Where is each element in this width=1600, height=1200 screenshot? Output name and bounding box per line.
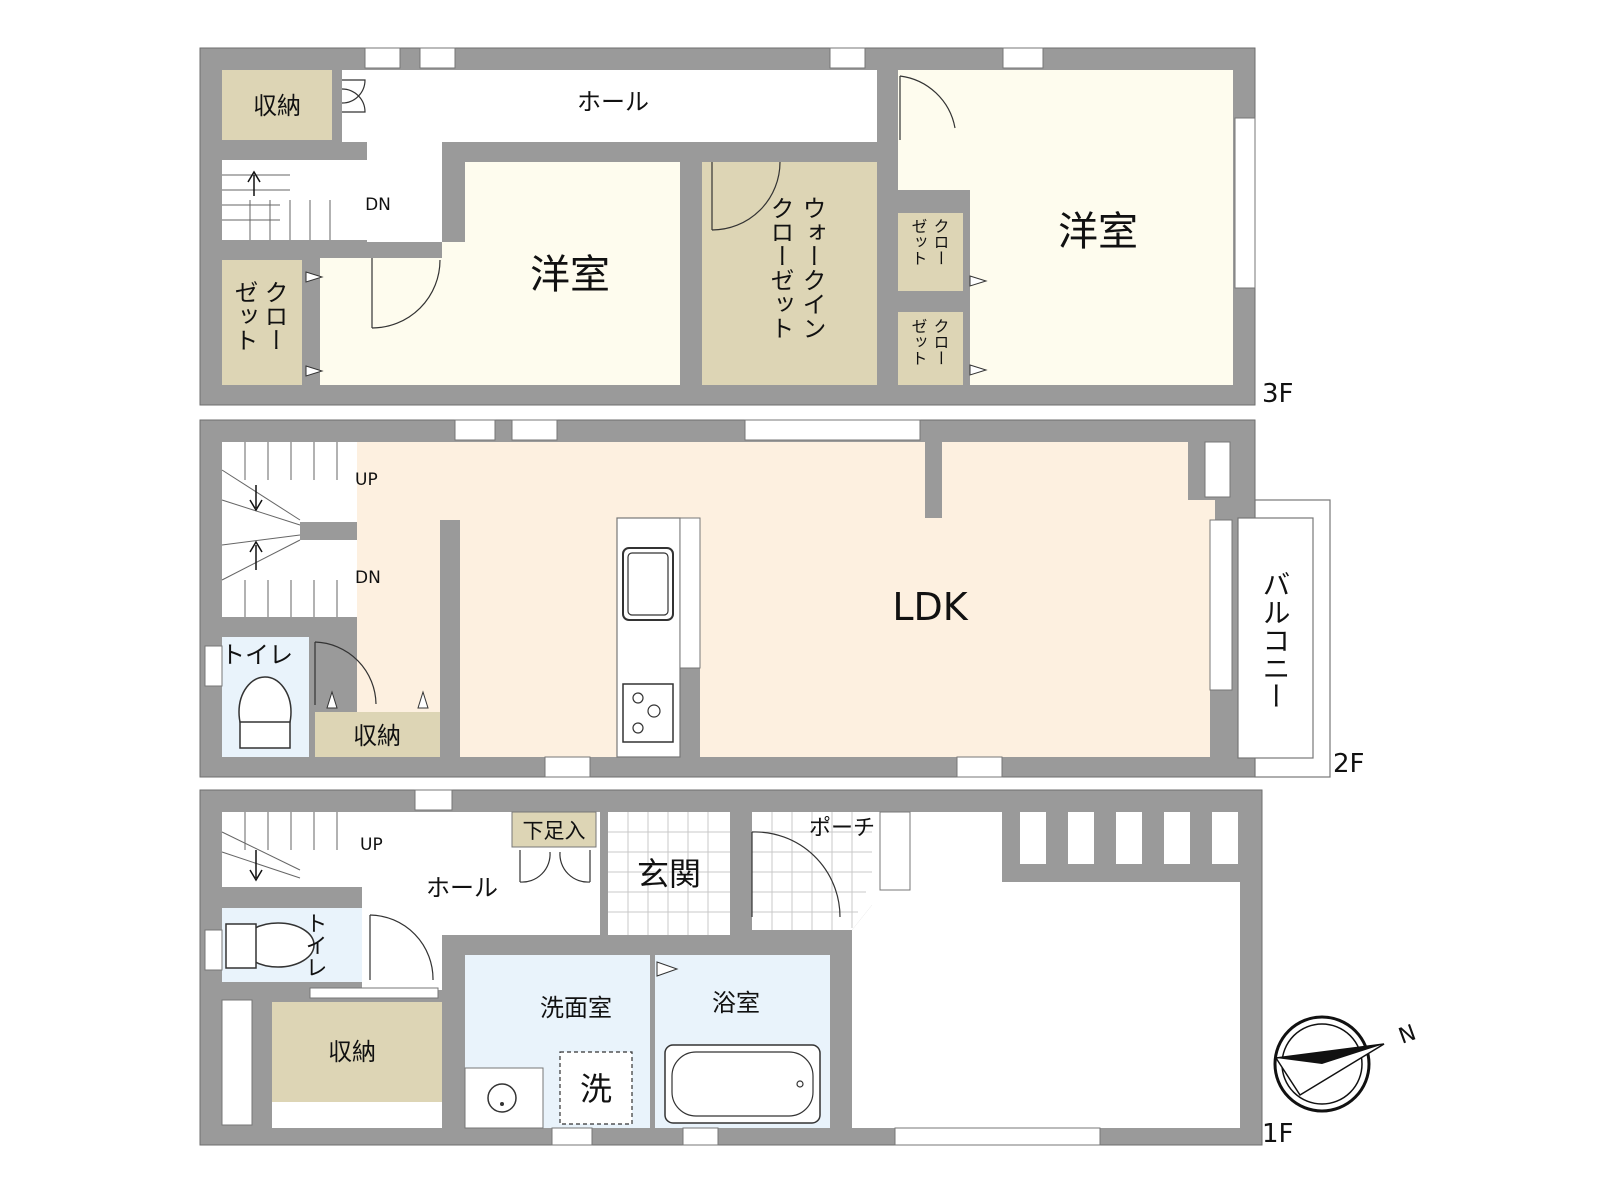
closet-label: ゼット: [909, 218, 928, 266]
closet-3f-small-b: [898, 312, 963, 385]
washer-space: [559, 1051, 633, 1125]
windows-3f: [364, 47, 1256, 289]
porch-label: ポーチ: [809, 816, 875, 841]
closet-door-icons-3f: [305, 271, 988, 377]
toilet-label: トイレ: [221, 641, 293, 669]
floor-1f: UP ホール 下足入 玄関 ポーチ トイレ 収納 洗面室 浴室 洗 1F: [199, 789, 1294, 1149]
ldk-label: LDK: [892, 585, 968, 629]
toilet-label: トイレ: [302, 912, 327, 978]
door-swing-icon: [341, 79, 366, 104]
windows-2f: [454, 419, 1233, 778]
compass-north-label: N: [1396, 1021, 1420, 1050]
stove-icon: [622, 683, 674, 743]
closet-door-icons-2f: [326, 690, 429, 709]
closet-3f-small-a: [898, 213, 963, 291]
balcony-inner: [1237, 517, 1314, 759]
stair-up-label: UP: [355, 470, 378, 490]
doors-2f: [314, 641, 377, 705]
closet-3f-left: [222, 260, 302, 385]
walkin-closet-label: ウォークイン: [798, 196, 826, 340]
floor-label-2f: 2F: [1333, 749, 1365, 779]
western-room-3f-2: [898, 70, 1233, 385]
storage-label: 収納: [328, 1038, 376, 1066]
floor-3f: 収納 ホール DN 洋室 洋室 ウォークイン クローゼット クロー ゼット クロ…: [199, 47, 1294, 409]
doors-3f: [341, 75, 956, 329]
shoe-storage: [511, 811, 597, 848]
storage-1f: [272, 1002, 442, 1102]
entrance-label: 玄関: [637, 855, 701, 893]
closet-label: クロー: [931, 318, 950, 366]
washroom-label: 洗面室: [540, 994, 612, 1022]
storage-2f: [315, 712, 440, 757]
bathroom-label: 浴室: [712, 989, 760, 1017]
western-room-3f-1: [320, 162, 680, 385]
windows-1f: [414, 789, 1101, 1146]
porch: [752, 811, 911, 930]
outdoor-area: [852, 812, 1240, 1128]
storage-label: 収納: [353, 722, 401, 750]
entrance: [608, 812, 730, 935]
closet-label: ゼット: [909, 318, 928, 366]
balcony-label: バルコニー: [1259, 570, 1292, 710]
hall-1f-bottom: [272, 1102, 442, 1128]
hall-label: ホール: [426, 874, 498, 902]
floor-label-3f: 3F: [1262, 379, 1294, 409]
walkin-closet-label: クローゼット: [766, 196, 794, 340]
western-room-label: 洋室: [530, 252, 610, 298]
wall-openings: [1020, 812, 1238, 864]
hall-3f: [342, 70, 877, 142]
shoe-storage-door-icon: [519, 850, 591, 883]
hall-3f-corridor: [367, 142, 442, 242]
floor-2f: UP DN LDK トイレ 収納 バルコニー 2F: [199, 419, 1365, 779]
closet-label: クロー: [260, 280, 288, 352]
sink-icon: [622, 547, 674, 621]
stair-dn-label: DN: [355, 568, 381, 588]
stair-1f: [221, 812, 362, 887]
closet-label: ゼット: [230, 280, 258, 352]
stair-2f: [221, 442, 362, 617]
washer-label: 洗: [580, 1070, 612, 1108]
shoe-storage-label: 下足入: [523, 819, 586, 843]
western-room-label: 洋室: [1058, 209, 1138, 255]
folding-door-icon: [656, 961, 679, 977]
hall-1f: [362, 812, 600, 990]
hall-label: ホール: [577, 88, 649, 116]
storage-label: 収納: [253, 92, 301, 120]
kitchen-counter-end: [679, 517, 701, 669]
stair-dn-label: DN: [365, 195, 391, 215]
walkin-closet-3f: [702, 162, 877, 385]
stair-up-label: UP: [360, 835, 383, 855]
stair-3f: [222, 160, 367, 240]
storage-1f-narrow: [221, 999, 253, 1126]
compass-icon: N: [1273, 1015, 1420, 1113]
ldk: [357, 442, 1215, 757]
floor-label-1f: 1F: [1262, 1119, 1294, 1149]
basin-icon: [487, 1083, 517, 1113]
closet-label: クロー: [931, 218, 950, 266]
wash-basin: [464, 1067, 544, 1129]
storage-3f: [222, 70, 332, 140]
